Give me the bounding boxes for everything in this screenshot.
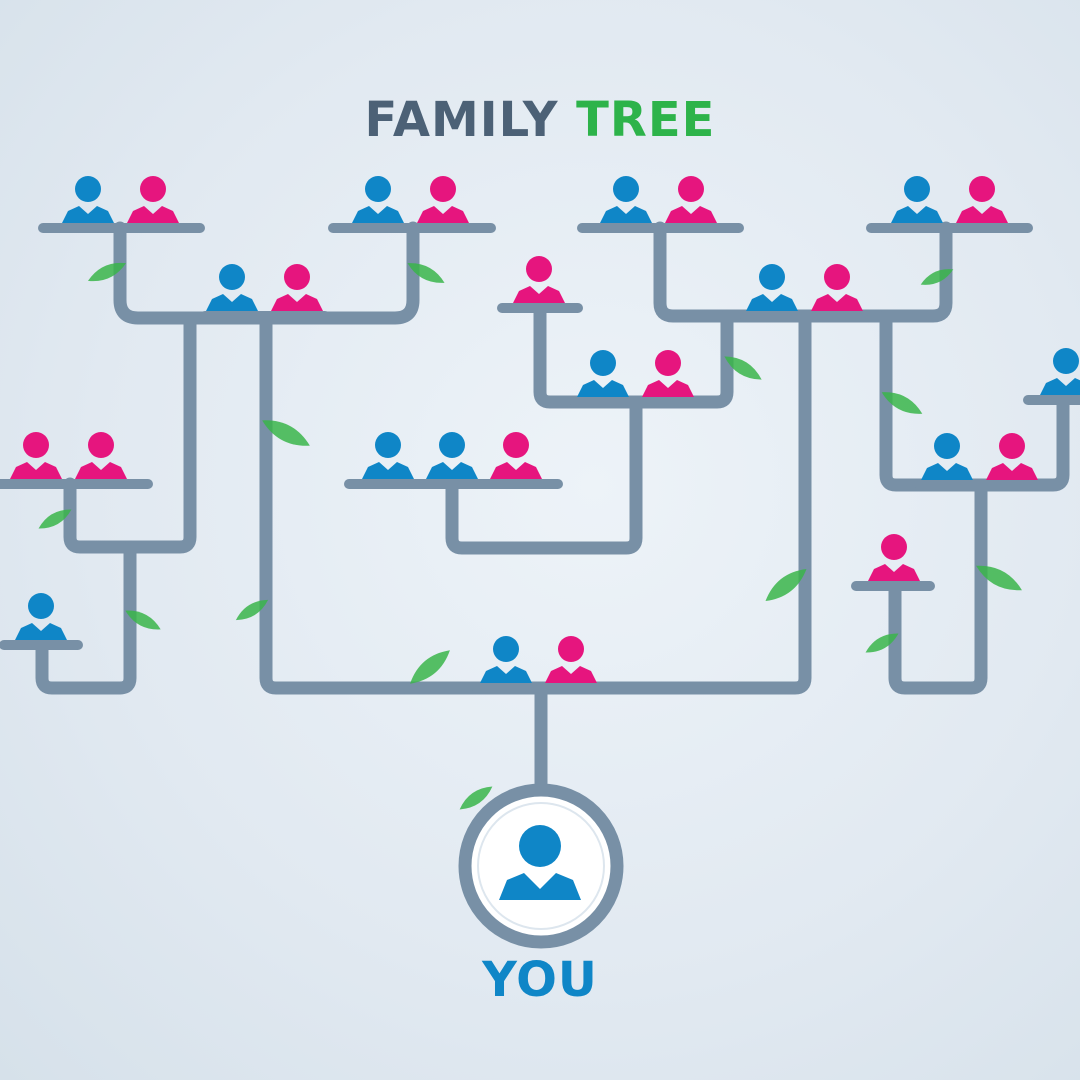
connector-line <box>653 221 953 323</box>
leaf-icon <box>459 786 493 810</box>
title-tree: TREE <box>576 92 716 148</box>
you-node <box>458 783 624 949</box>
male-person-icon <box>577 350 629 397</box>
female-person-icon <box>271 264 323 311</box>
connector-line <box>445 395 643 555</box>
leaf-icon <box>410 650 450 684</box>
male-person-icon <box>362 432 414 479</box>
male-person-icon <box>15 593 67 640</box>
male-person-icon <box>352 176 404 223</box>
leaf-icon <box>765 568 807 602</box>
male-person-icon <box>62 176 114 223</box>
leaf-icon <box>724 356 762 380</box>
female-person-icon <box>545 636 597 683</box>
female-person-icon <box>868 534 920 581</box>
generation-shelves <box>0 223 1080 693</box>
female-person-icon <box>127 176 179 223</box>
female-person-icon <box>10 432 62 479</box>
female-person-icon <box>490 432 542 479</box>
male-person-icon <box>921 433 973 480</box>
female-person-icon <box>75 432 127 479</box>
you-person-icon <box>499 825 581 900</box>
leaf-icon <box>407 263 445 283</box>
leaf-icon <box>881 392 923 414</box>
connector-line <box>63 311 197 554</box>
male-person-icon <box>426 432 478 479</box>
leaf-icon <box>976 565 1022 591</box>
male-person-icon <box>891 176 943 223</box>
female-person-icon <box>665 176 717 223</box>
you-label: YOU <box>482 952 598 1008</box>
leaf-icon <box>125 610 161 630</box>
female-person-icon <box>986 433 1038 480</box>
leaf-icon <box>262 420 310 446</box>
page-title: FAMILY TREE <box>0 92 1080 148</box>
leaf-icon <box>235 599 269 621</box>
female-person-icon <box>417 176 469 223</box>
male-person-icon <box>746 264 798 311</box>
male-person-icon <box>480 636 532 683</box>
female-person-icon <box>513 256 565 303</box>
leaf-icon <box>920 269 954 285</box>
leaves <box>38 262 1022 810</box>
leaf-icon <box>865 633 899 653</box>
male-person-icon <box>1040 348 1080 395</box>
leaf-icon <box>38 509 72 529</box>
connector-line <box>888 478 988 695</box>
male-person-icon <box>600 176 652 223</box>
male-person-icon <box>206 264 258 311</box>
female-person-icon <box>811 264 863 311</box>
connector-line <box>35 540 137 695</box>
title-family: FAMILY <box>364 92 559 148</box>
female-person-icon <box>642 350 694 397</box>
leaf-icon <box>87 262 127 282</box>
people-icons <box>10 176 1080 683</box>
female-person-icon <box>956 176 1008 223</box>
connector-line <box>113 221 420 325</box>
